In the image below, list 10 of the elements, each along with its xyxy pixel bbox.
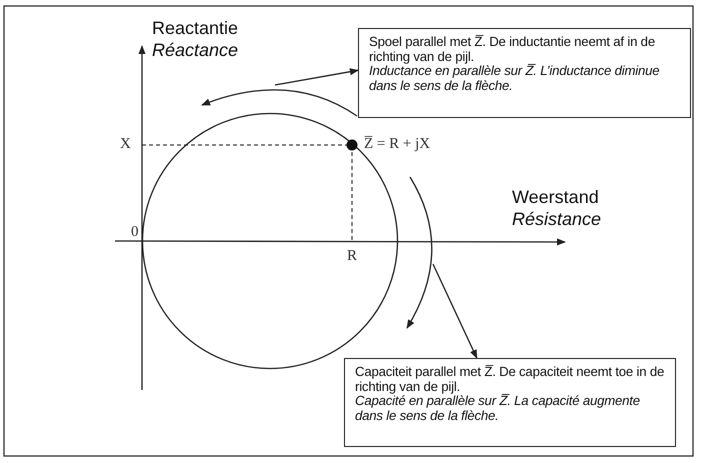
axis-title: Reactantie xyxy=(152,18,238,39)
callout-box: Spoel parallel met Z̅. De inductantie neemt af in de richting van de pijl. Inductance en parallèle sur Z̅. L’inductance diminue dans le sens de la flèche. xyxy=(358,28,691,118)
axis-title: Weerstand xyxy=(512,187,599,208)
axis-title: Réactance xyxy=(152,40,238,61)
axis-label: Z̅ = R + jX xyxy=(364,136,430,153)
axis-label: X xyxy=(120,136,131,153)
callout-box: Capaciteit parallel met Z̅. De capaciteit neemt toe in de richting van de pijl. Capacité en parallèle sur Z̅. La capacité augmente dans le sens de la flèche. xyxy=(344,358,676,447)
axis-title: Résistance xyxy=(512,209,602,230)
axis-label: R xyxy=(347,248,358,265)
axis-label: 0 xyxy=(131,224,138,241)
